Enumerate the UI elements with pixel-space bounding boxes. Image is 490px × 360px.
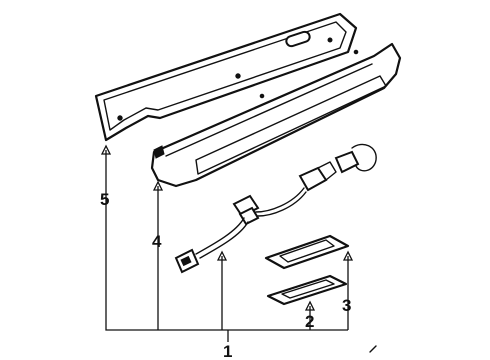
callout-3: 3: [342, 296, 351, 315]
leader-lines: [100, 144, 354, 342]
callout-2: 2: [305, 312, 314, 331]
gasket-part: [266, 274, 348, 306]
small-mark: [369, 345, 377, 353]
callout-5: 5: [100, 190, 109, 209]
lamp-housing-part: [150, 42, 402, 188]
callout-4: 4: [152, 232, 162, 251]
lens-part: [264, 234, 350, 270]
license-gasket-part: [94, 12, 358, 142]
harness-part: [174, 143, 377, 274]
callout-1: 1: [223, 342, 232, 360]
